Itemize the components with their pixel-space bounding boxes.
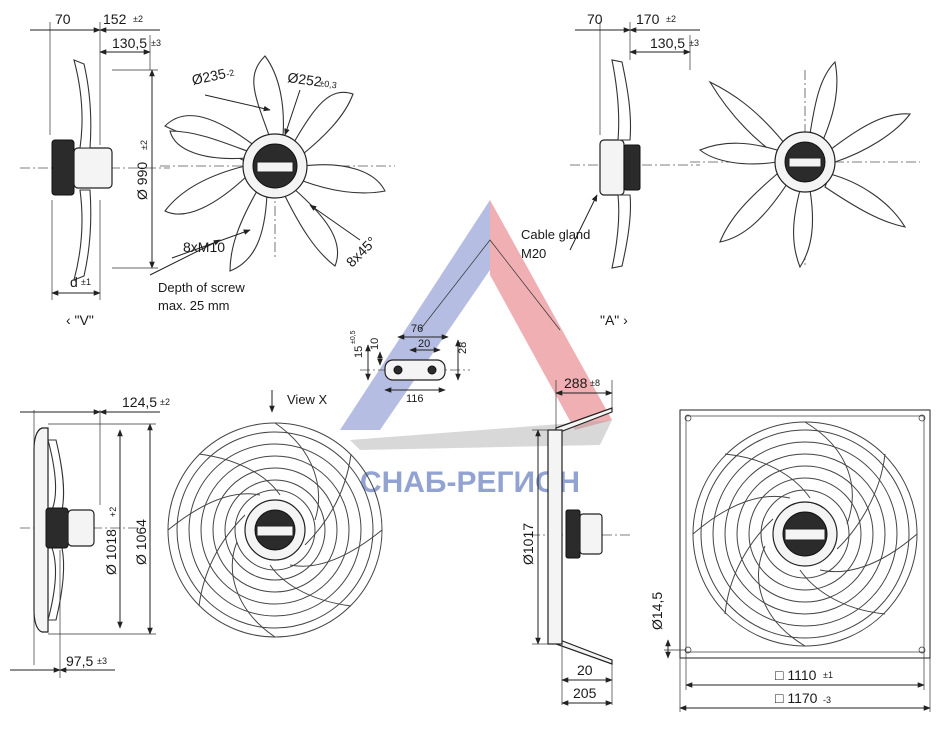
dim-130-right-tol: ±3: [689, 38, 699, 48]
dim-1110: □ 1110: [775, 667, 817, 683]
guard-front-view: View X: [167, 390, 383, 638]
dim-20-bracket: 20: [418, 338, 430, 350]
watermark: СНАБ-РЕГИОН: [340, 200, 612, 499]
view-label-a: "A" ›: [600, 312, 628, 328]
dim-1064: Ø 1064: [133, 519, 149, 565]
dim-1170: □ 1170: [775, 690, 818, 706]
dim-d-tol: ±1: [81, 277, 91, 287]
bracket-detail: 76 20 10 28 15 ±0,5 116: [350, 323, 470, 405]
note-gland-2: M20: [521, 246, 546, 261]
dim-1018-tol: +2: [108, 507, 118, 517]
dim-288-tol: ±8: [590, 378, 600, 388]
dim-288: 288: [564, 375, 588, 391]
dim-152-tol: ±2: [133, 14, 143, 24]
plate-side-view: 288 ±8 Ø1017 20 205: [520, 375, 630, 706]
a-motor-stator: [599, 139, 625, 196]
dim-d: d: [70, 274, 78, 290]
motor-rotor: [51, 139, 75, 196]
dim-130-left: 130,5: [112, 35, 147, 51]
dim-252: Ø252: [287, 69, 323, 90]
dim-1170-tol: -3: [823, 695, 831, 705]
dim-15-tol: ±0,5: [350, 330, 357, 344]
dim-15: 15: [353, 346, 365, 358]
v-front-view: Ø235 -2 Ø252 ±0,3 8xM10 8x45° Depth of s…: [149, 55, 395, 313]
dim-170-tol: ±2: [666, 14, 676, 24]
a-motor-rotor: [623, 144, 641, 191]
dim-124-tol: ±2: [160, 397, 170, 407]
guard-side-view: 124,5 ±2 Ø 1018 +2 Ø 1064 97,5 ±3: [10, 394, 170, 678]
plate-front-view: Ø14,5 □ 1110 ±1 □ 1170 -3: [649, 409, 931, 712]
dim-28: 28: [457, 342, 469, 354]
dim-252-tol: ±0,3: [319, 78, 338, 90]
dim-97: 97,5: [66, 653, 93, 669]
note-depth-1: Depth of screw: [158, 280, 245, 295]
dim-130-left-tol: ±3: [151, 38, 161, 48]
dim-10: 10: [369, 338, 381, 350]
note-depth-2: max. 25 mm: [158, 298, 230, 313]
dim-170: 170: [636, 11, 660, 27]
dim-70-right: 70: [587, 11, 603, 27]
dim-205: 205: [573, 685, 597, 701]
a-side-view: 70 170 ±2 130,5 ±3 Cable gland M20 "A" ›: [521, 11, 700, 328]
dim-235: Ø235: [190, 65, 227, 88]
dim-14: Ø14,5: [649, 592, 665, 630]
dim-1110-tol: ±1: [823, 670, 833, 680]
note-gland-1: Cable gland: [521, 227, 590, 242]
dim-70-left: 70: [55, 11, 71, 27]
view-label-v: ‹ "V": [66, 312, 94, 328]
note-screws: 8xM10: [183, 239, 225, 255]
dim-20-plate: 20: [577, 662, 593, 678]
motor-stator: [73, 147, 113, 189]
dim-990-tol: ±2: [139, 140, 149, 150]
dim-1018: Ø 1018: [103, 529, 119, 575]
dim-116: 116: [406, 393, 424, 405]
dim-130-right: 130,5: [650, 35, 685, 51]
dim-235-tol: -2: [225, 68, 235, 79]
watermark-text: СНАБ-РЕГИОН: [360, 466, 580, 499]
a-front-view: [690, 60, 920, 269]
v-side-view: 70 152 ±2 130,5 ±3 Ø 990 ±2 d ±1 ‹ "V": [20, 11, 170, 328]
view-label-x: View X: [287, 392, 328, 407]
dim-152: 152: [103, 11, 127, 27]
dim-990: Ø 990: [134, 162, 150, 200]
dim-1017: Ø1017: [520, 523, 536, 565]
dim-124: 124,5: [122, 394, 157, 410]
dim-76: 76: [411, 323, 423, 335]
dim-97-tol: ±3: [97, 656, 107, 666]
note-angle: 8x45°: [343, 233, 380, 270]
